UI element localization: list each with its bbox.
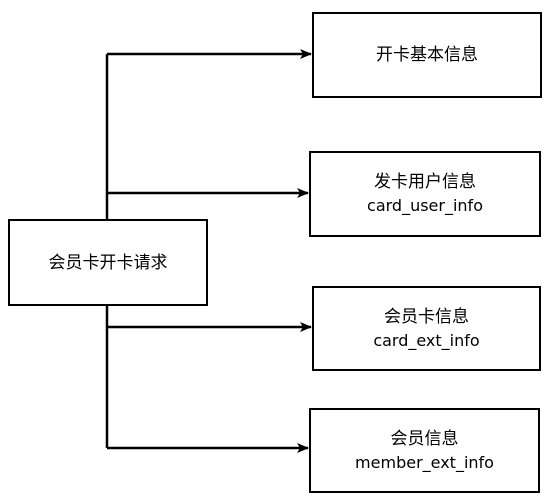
source-label: 会员卡开卡请求 bbox=[48, 252, 168, 273]
target-label: 会员信息 bbox=[390, 428, 459, 449]
source-box: 会员卡开卡请求 bbox=[8, 219, 208, 306]
target-box-card-ext-info: 会员卡信息 card_ext_info bbox=[312, 286, 541, 371]
target-label: 发卡用户信息 bbox=[374, 172, 476, 192]
target-sublabel: member_ext_info bbox=[355, 452, 494, 472]
target-box-member-ext-info: 会员信息 member_ext_info bbox=[309, 408, 540, 493]
target-label: 开卡基本信息 bbox=[376, 45, 478, 65]
target-box-card-user-info: 发卡用户信息 card_user_info bbox=[309, 151, 541, 237]
target-label: 会员卡信息 bbox=[384, 306, 469, 327]
target-sublabel: card_user_info bbox=[367, 196, 483, 215]
target-sublabel: card_ext_info bbox=[373, 330, 480, 350]
target-box-basic-info: 开卡基本信息 bbox=[312, 12, 542, 98]
